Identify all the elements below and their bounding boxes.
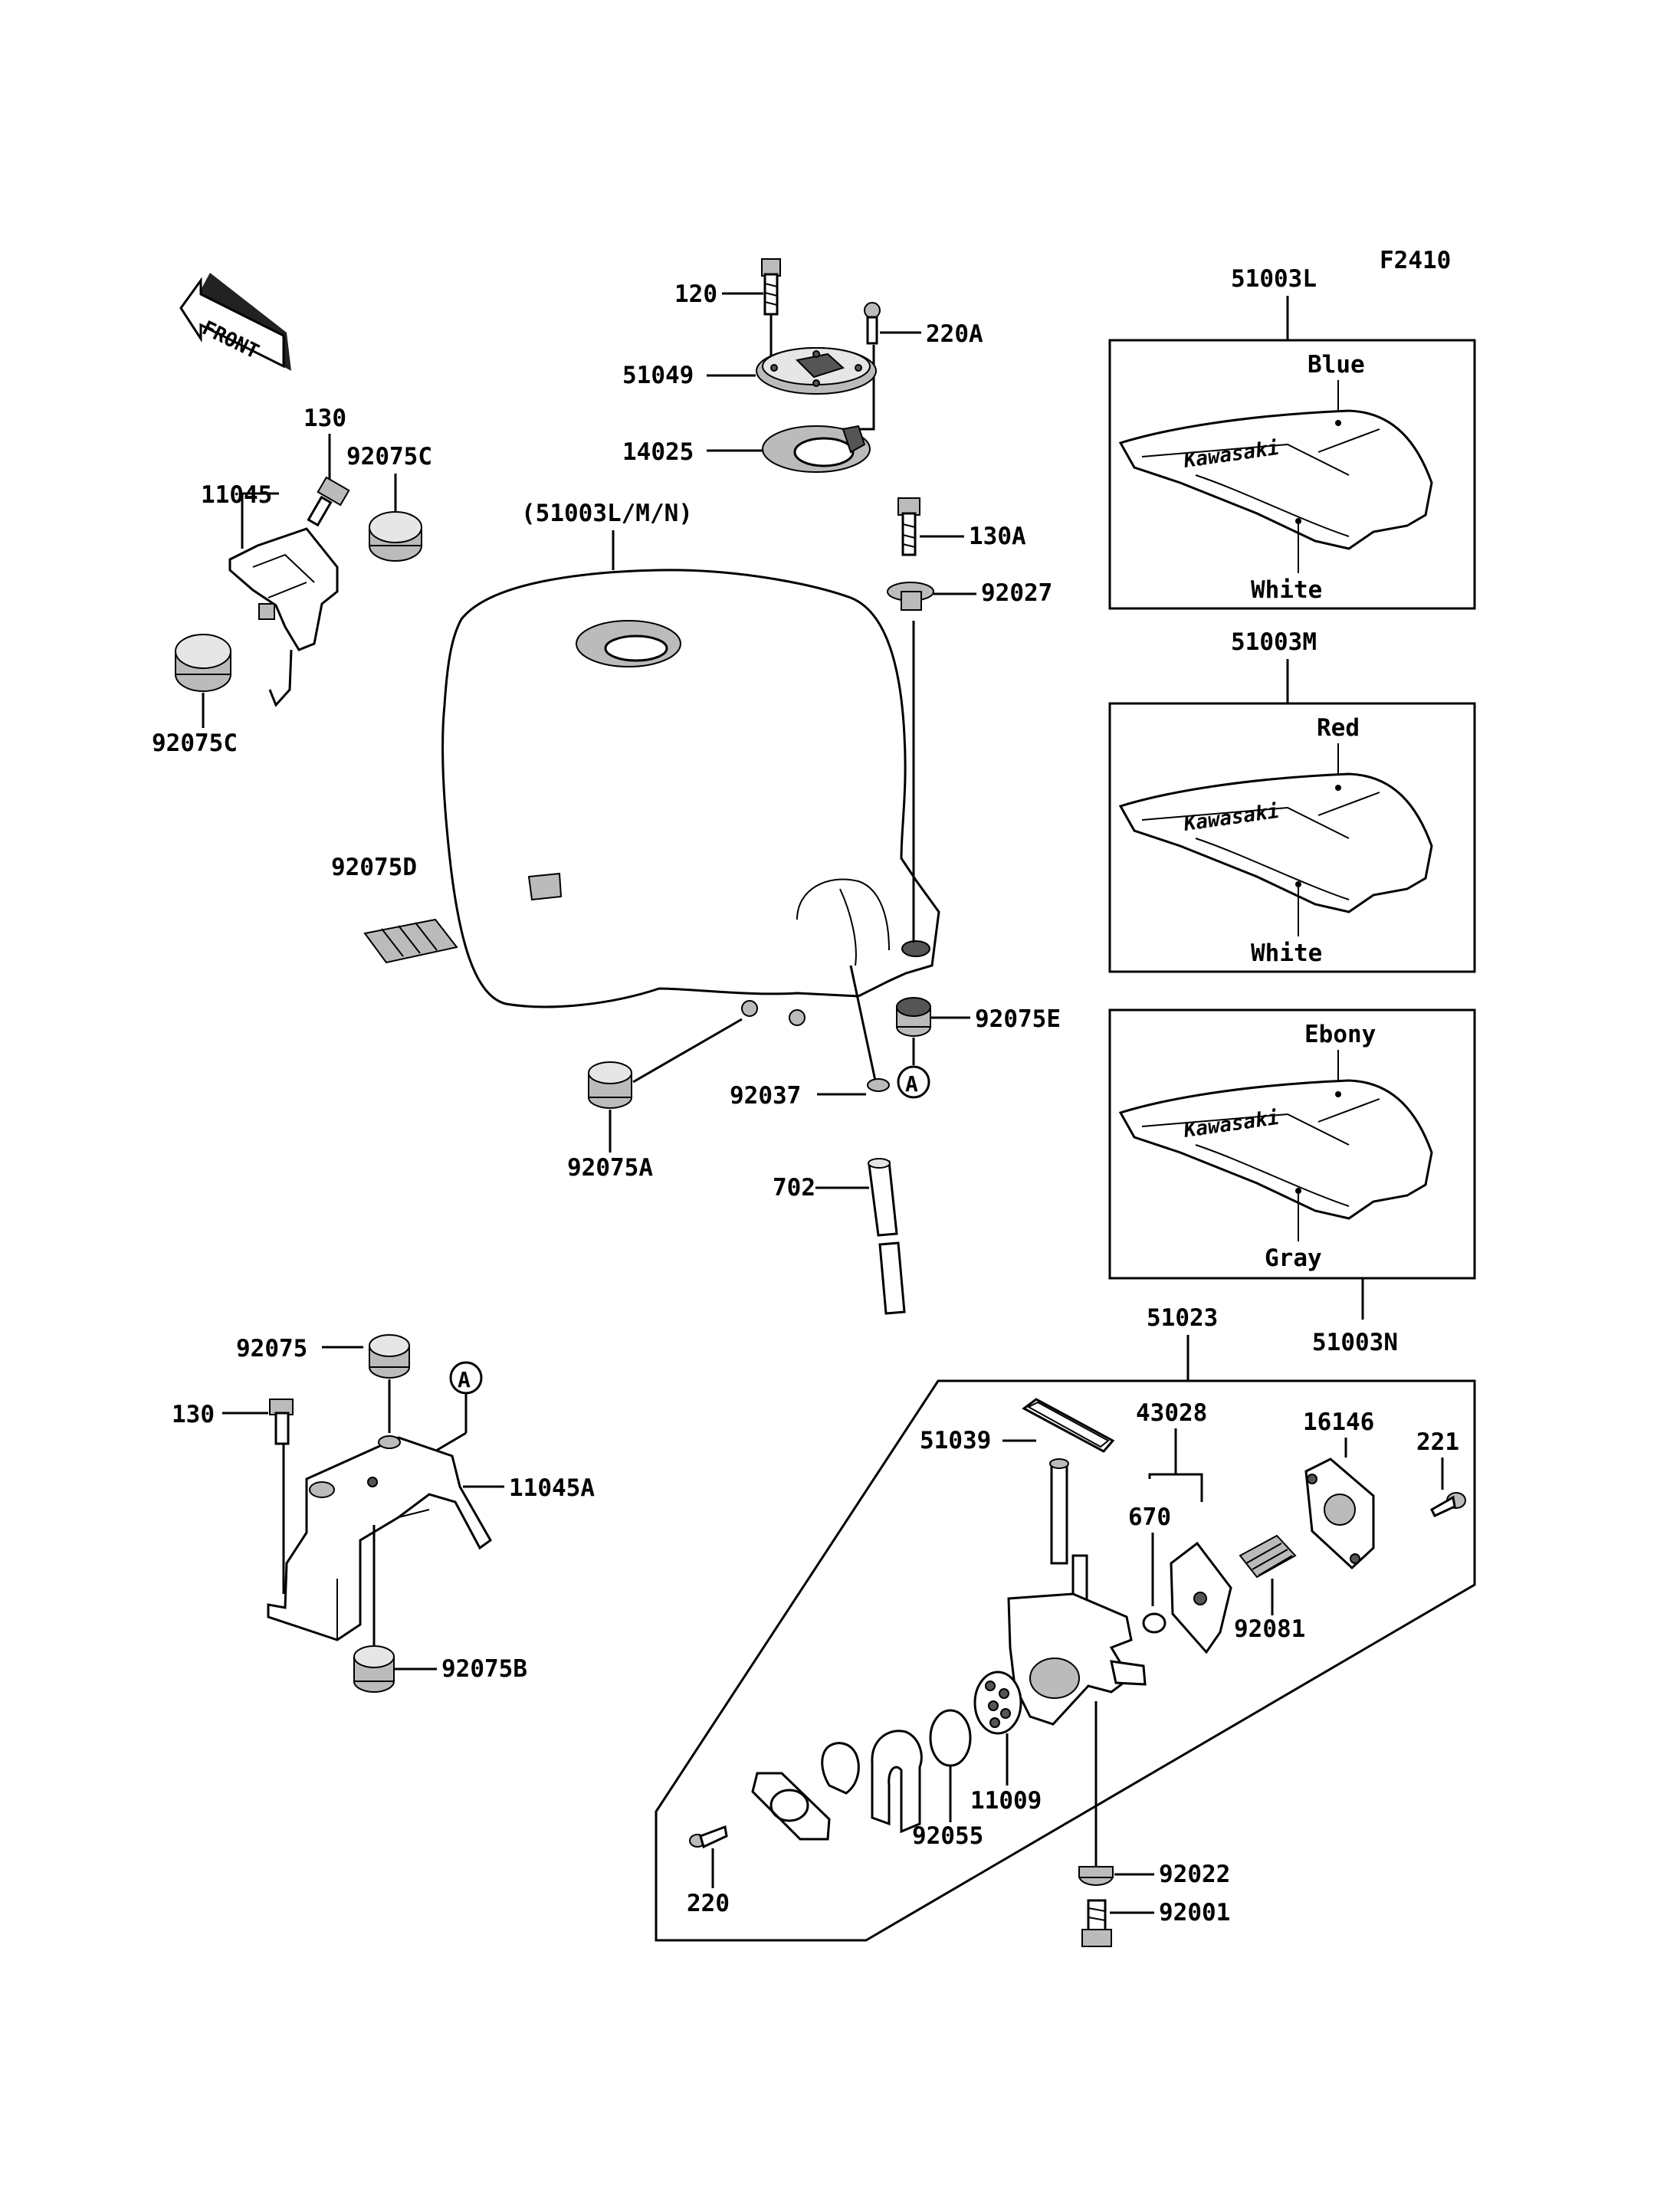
bolt-130A-icon [897, 497, 920, 556]
damper-92075E-icon [896, 997, 931, 1037]
label-11045: 11045 [201, 481, 272, 509]
label-92075C-left: 92075C [152, 730, 238, 757]
damper-92075C-left-icon [175, 634, 231, 692]
oring-92055-icon [929, 1709, 972, 1767]
label-220: 220 [687, 1890, 730, 1917]
label-92075D: 92075D [331, 854, 417, 881]
figure-code: F2410 [1380, 247, 1451, 274]
label-221: 221 [1416, 1428, 1459, 1456]
variant-panel-51003L: Blue Kawasaki White [1108, 339, 1476, 610]
label-92075: 92075 [236, 1335, 307, 1362]
bolt-92001-icon [1081, 1899, 1112, 1947]
ref-A-circle-upper [897, 1065, 930, 1099]
label-11045A: 11045A [509, 1474, 595, 1502]
label-670: 670 [1128, 1503, 1171, 1531]
label-92081: 92081 [1234, 1615, 1305, 1643]
variant-panel-51003M: Red Kawasaki White [1108, 702, 1476, 973]
damper-92075A-icon [588, 1061, 632, 1109]
label-51003M: 51003M [1231, 628, 1317, 656]
clip-92037-icon [867, 1078, 890, 1092]
damper-92075C-top-icon [369, 511, 422, 562]
label-130-lower: 130 [172, 1401, 215, 1428]
svg-text:A: A [905, 1071, 918, 1097]
cap-51049-icon [756, 347, 877, 395]
bolt-120-icon [761, 258, 781, 316]
svg-text:White: White [1251, 576, 1322, 604]
bracket-11045A-icon [267, 1435, 492, 1641]
svg-text:White: White [1251, 939, 1322, 967]
pad-92075D-icon [363, 918, 458, 964]
variant-panel-51003N: Ebony Kawasaki Gray [1108, 1008, 1476, 1280]
bolt-130-lower-icon [269, 1399, 294, 1445]
label-92075A: 92075A [567, 1154, 653, 1182]
seal-icon [821, 1742, 860, 1795]
label-43028: 43028 [1136, 1399, 1207, 1427]
label-130: 130 [304, 405, 346, 432]
label-16146: 16146 [1303, 1408, 1374, 1436]
svg-text:A: A [458, 1367, 471, 1392]
fuel-cock-body-icon [1007, 1458, 1147, 1726]
fuel-cock-group-frame [655, 1379, 1476, 1942]
damper-92075-icon [369, 1334, 410, 1379]
bolt-130-icon [307, 476, 350, 527]
bracket-11045-icon [228, 527, 339, 707]
label-92001: 92001 [1159, 1899, 1230, 1926]
label-702: 702 [773, 1174, 815, 1202]
label-51003L: 51003L [1231, 265, 1317, 293]
label-92075B: 92075B [441, 1655, 527, 1683]
diaphragm-43028-icon [1170, 1541, 1232, 1654]
svg-text:Blue: Blue [1308, 351, 1365, 379]
svg-text:Red: Red [1317, 714, 1360, 742]
plate-icon [751, 1772, 831, 1841]
gasket-14025-icon [762, 425, 871, 473]
label-92037: 92037 [730, 1082, 801, 1110]
collar-92027-icon [887, 582, 934, 611]
damper-92075B-icon [353, 1645, 395, 1693]
oring-670-icon [1142, 1612, 1166, 1634]
label-51039: 51039 [920, 1427, 991, 1454]
washer-92022-icon [1078, 1866, 1114, 1886]
tank-label: (51003L/M/N) [521, 500, 693, 527]
spring-92081-icon [1239, 1534, 1297, 1579]
hose-702-icon [868, 1158, 906, 1315]
label-92055: 92055 [912, 1822, 983, 1850]
label-92027: 92027 [981, 579, 1052, 607]
cover-16146-icon [1304, 1458, 1375, 1570]
label-92075C-top: 92075C [346, 443, 432, 471]
screw-220A-icon [864, 302, 881, 345]
screw-220-icon [689, 1825, 728, 1849]
fuel-tank-icon [441, 569, 940, 1026]
label-92022: 92022 [1159, 1861, 1230, 1888]
label-130A: 130A [969, 523, 1026, 550]
front-arrow-icon: FRONT [179, 273, 291, 371]
label-51049: 51049 [622, 362, 694, 389]
label-51003N: 51003N [1312, 1329, 1398, 1356]
label-11009: 11009 [970, 1787, 1042, 1815]
label-14025: 14025 [622, 438, 694, 466]
svg-text:Ebony: Ebony [1304, 1021, 1376, 1048]
gasket-51039-icon [1022, 1398, 1115, 1453]
lever-icon [871, 1730, 923, 1834]
filter-11009-icon [973, 1671, 1022, 1735]
label-92075E: 92075E [975, 1005, 1061, 1033]
svg-text:Gray: Gray [1265, 1244, 1322, 1272]
screw-221-icon [1430, 1492, 1466, 1517]
label-51023: 51023 [1147, 1304, 1218, 1332]
label-220A: 220A [926, 320, 983, 348]
label-120: 120 [674, 280, 717, 308]
